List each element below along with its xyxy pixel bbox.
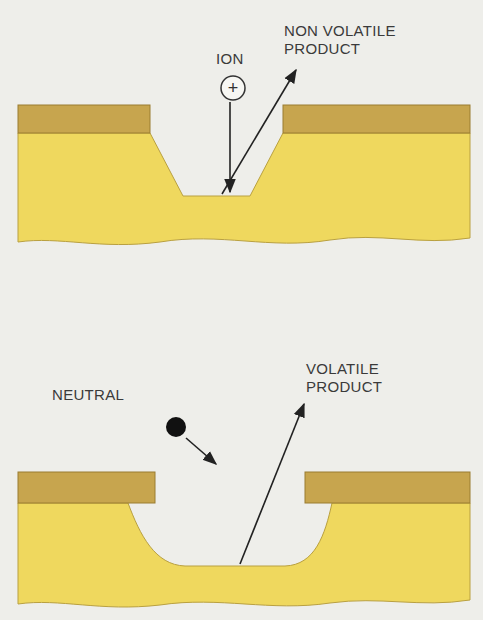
mask-layer <box>18 105 150 133</box>
diagram-label: VOLATILE PRODUCT <box>306 360 416 396</box>
product-arrow <box>240 404 304 564</box>
mask-layer <box>283 105 470 133</box>
diagram-label: ION <box>216 50 244 68</box>
neutral-arrow <box>186 438 216 464</box>
neutral-particle <box>166 417 186 437</box>
ion-circle: + <box>217 75 249 101</box>
diagram-label: NEUTRAL <box>52 386 124 404</box>
mask-layer <box>18 472 155 503</box>
mask-layer <box>305 472 470 503</box>
diagram-label: NON VOLATILE PRODUCT <box>284 22 414 58</box>
substrate <box>18 133 470 245</box>
charge-sign: + <box>217 75 249 101</box>
